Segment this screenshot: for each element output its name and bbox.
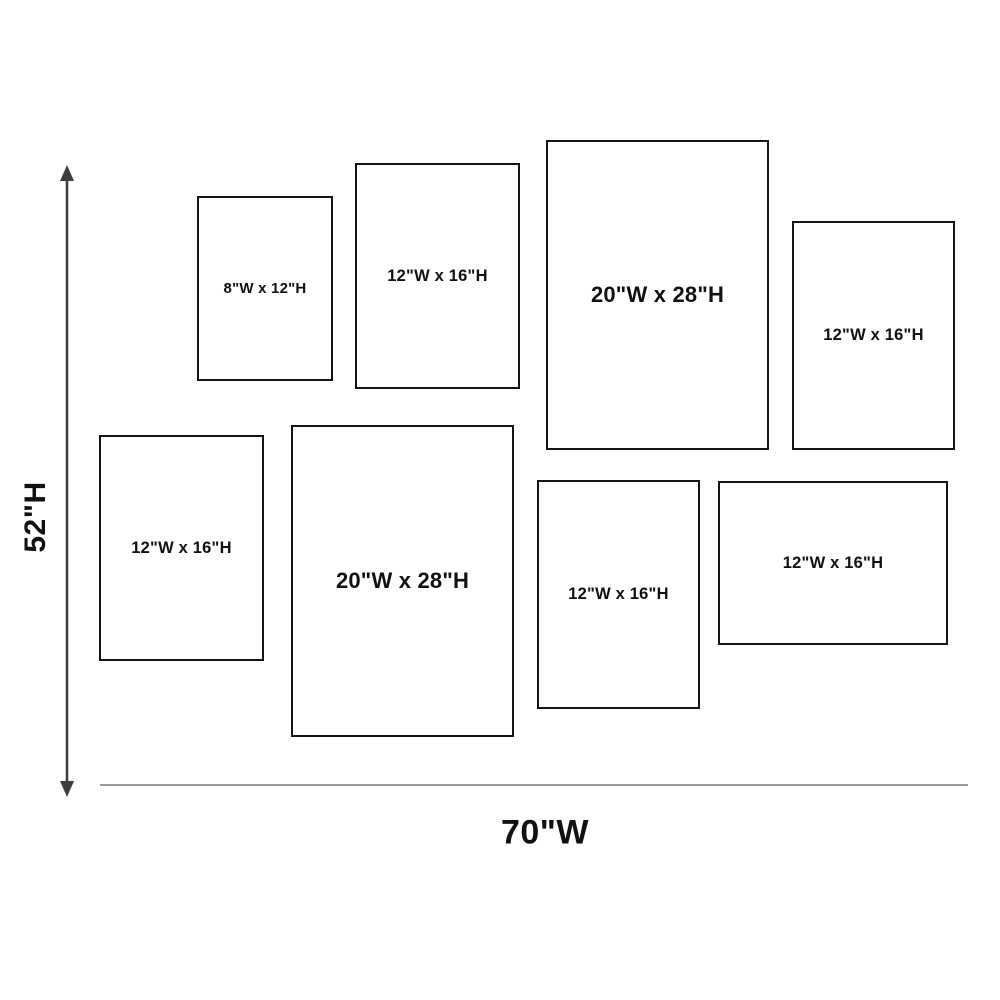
frame-12x16-left: 12"W x 16"H <box>99 435 264 661</box>
frame-12x16-bottom-center: 12"W x 16"H <box>537 480 700 709</box>
frame-size-label: 20"W x 28"H <box>590 282 725 307</box>
width-dimension-label: 70"W <box>500 813 590 852</box>
width-dimension-line <box>100 784 968 786</box>
frame-size-label: 12"W x 16"H <box>131 538 232 557</box>
height-dimension-label: 52"H <box>19 481 52 553</box>
arrow-up-icon <box>60 165 74 181</box>
frame-size-label: 12"W x 16"H <box>782 553 884 572</box>
frame-size-label: 12"W x 16"H <box>823 326 924 344</box>
height-dimension-arrow <box>60 165 74 797</box>
frame-12x16-right: 12"W x 16"H <box>792 221 955 450</box>
frame-size-label: 12"W x 16"H <box>387 266 488 285</box>
arrow-down-icon <box>60 781 74 797</box>
frame-8x12: 8"W x 12"H <box>197 196 333 381</box>
frame-size-label: 20"W x 28"H <box>335 568 470 593</box>
frame-20x28-top: 20"W x 28"H <box>546 140 769 450</box>
frame-12x16-landscape: 12"W x 16"H <box>718 481 948 645</box>
frame-size-label: 12"W x 16"H <box>568 585 669 603</box>
frame-size-label: 8"W x 12"H <box>223 280 307 297</box>
frame-20x28-bottom: 20"W x 28"H <box>291 425 514 737</box>
frame-12x16-top: 12"W x 16"H <box>355 163 520 389</box>
